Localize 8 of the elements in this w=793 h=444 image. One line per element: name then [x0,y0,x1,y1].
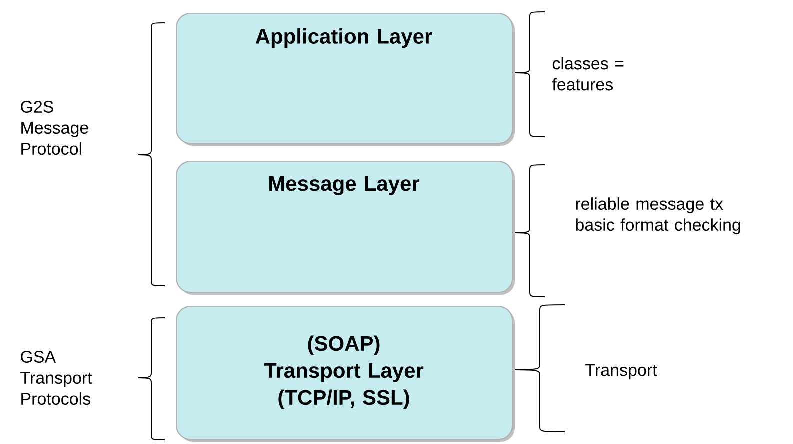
layer-box: Application Layer [176,13,515,146]
side-label: G2S Message Protocol [21,100,88,156]
side-label: classes = features [552,57,624,91]
layer-box: (SOAP) Transport Layer (TCP/IP, SSL) [176,306,515,442]
side-label: Transport [586,364,658,380]
side-label: GSA Transport Protocols [20,350,92,406]
layer-box: Message Layer [176,161,515,295]
side-label: reliable message tx basic format checking [576,198,740,234]
